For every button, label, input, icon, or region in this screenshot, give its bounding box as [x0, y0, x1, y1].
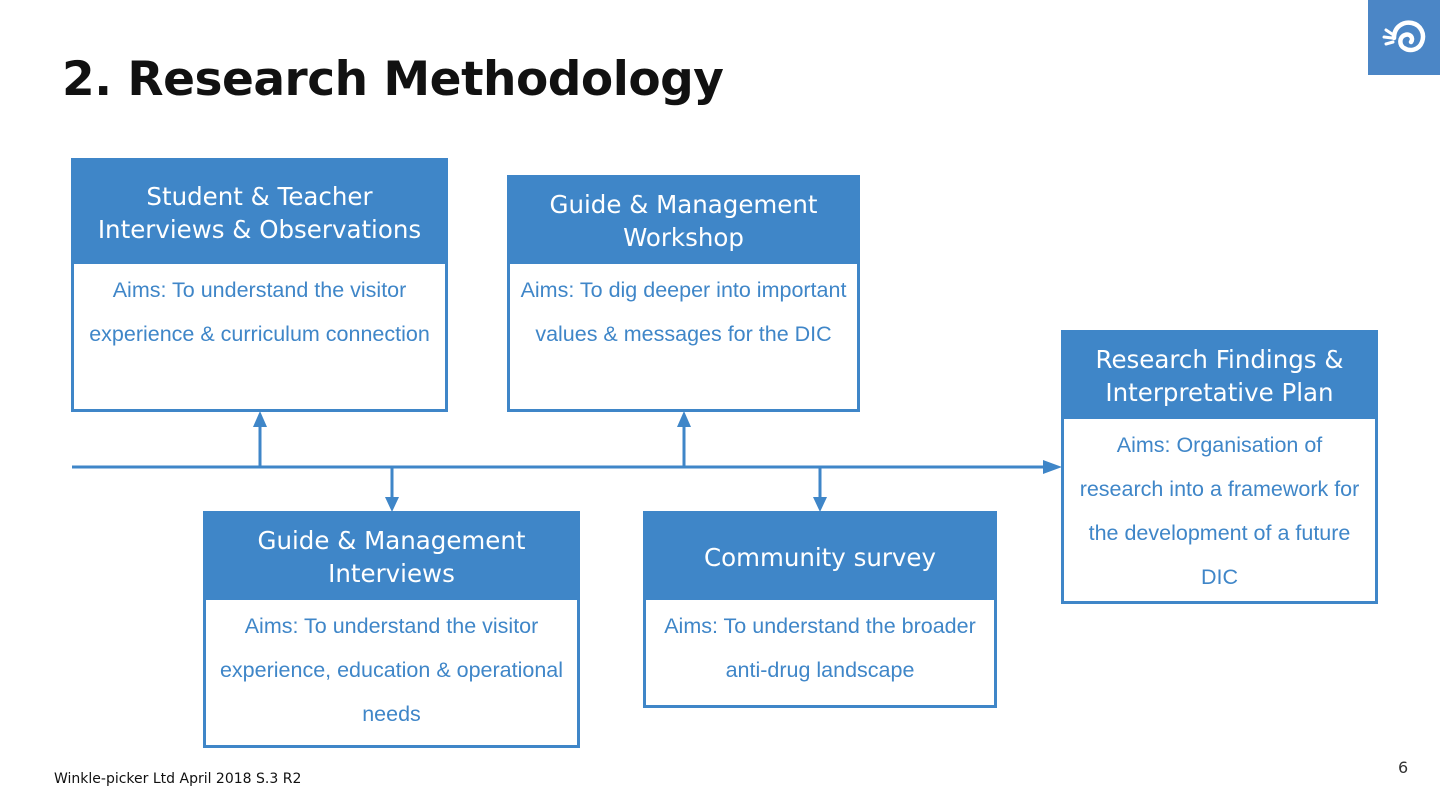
step-title: Student & Teacher Interviews & Observati…	[74, 161, 445, 264]
step-title: Guide & Management Workshop	[510, 178, 857, 264]
step-student-teacher-interviews: Student & Teacher Interviews & Observati…	[71, 158, 448, 412]
arrowhead-right	[1043, 460, 1062, 474]
step-aims: Aims: To understand the visitor experien…	[219, 614, 564, 726]
step-aims: Aims: Organisation of research into a fr…	[1079, 433, 1360, 589]
step-guide-management-interviews: Guide & Management Interviews Aims: To u…	[203, 511, 580, 748]
arrowhead-down	[813, 497, 827, 512]
slide-footer: Winkle-picker Ltd April 2018 S.3 R2	[54, 771, 302, 787]
step-guide-management-workshop: Guide & Management Workshop Aims: To dig…	[507, 175, 860, 412]
arrowhead-up	[677, 411, 691, 427]
arrowhead-down	[385, 497, 399, 512]
step-title: Community survey	[646, 514, 994, 600]
step-title: Research Findings & Interpretative Plan	[1064, 333, 1375, 419]
shell-logo-icon	[1382, 20, 1426, 53]
step-research-findings-plan: Research Findings & Interpretative Plan …	[1061, 330, 1378, 604]
step-title: Guide & Management Interviews	[206, 514, 577, 600]
page-number: 6	[1398, 758, 1409, 777]
arrowhead-up	[253, 411, 267, 427]
step-aims: Aims: To understand the broader anti-dru…	[664, 614, 976, 682]
step-aims: Aims: To understand the visitor experien…	[89, 278, 430, 346]
slide-title: 2. Research Methodology	[62, 52, 724, 107]
step-aims: Aims: To dig deeper into important value…	[520, 278, 847, 346]
step-community-survey: Community survey Aims: To understand the…	[643, 511, 997, 708]
company-logo	[1368, 0, 1440, 75]
